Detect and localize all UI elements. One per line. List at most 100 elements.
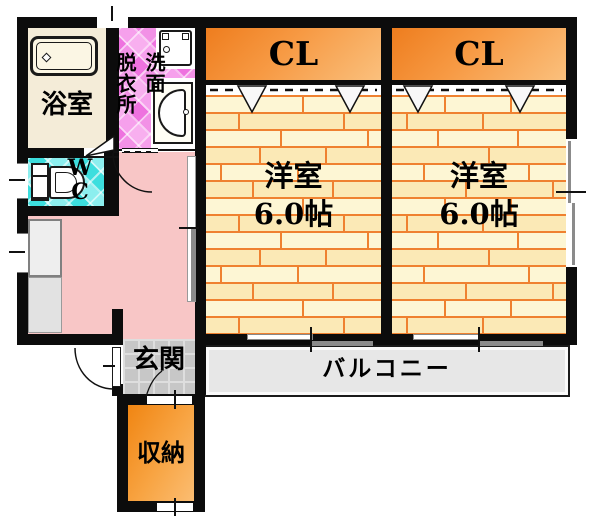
- balcony-label: バルコニー: [322, 354, 452, 382]
- wall-dk-bottom: [17, 334, 123, 345]
- floor-plank-joint: [517, 131, 520, 146]
- toilet-bowl-inner: [55, 172, 77, 193]
- floor-plank-joint: [444, 301, 447, 316]
- floor-plank-joint: [302, 97, 305, 112]
- washer-corner-right: [182, 33, 189, 40]
- floor-plank-joint: [527, 165, 530, 180]
- front-door-arc: [74, 347, 114, 390]
- floor-plank-row: [206, 129, 381, 146]
- floor-plank-joint: [465, 284, 468, 299]
- kitchen-counter-2: [28, 277, 62, 333]
- floor-plank-joint: [552, 182, 555, 197]
- storage-label: 収納: [137, 438, 185, 468]
- floor-plank-row: [206, 231, 381, 248]
- floor-plank-joint: [487, 250, 490, 265]
- floor-plank-joint: [237, 216, 240, 231]
- floor-plank-joint: [220, 165, 222, 180]
- kitchen-counter: [28, 219, 62, 277]
- bathroom-folding-door: [85, 134, 115, 157]
- closet-right-label: CL: [454, 33, 504, 73]
- floor-plank-joint: [367, 131, 369, 146]
- washroom-door-arc: [112, 152, 153, 193]
- wall-bedrooms-bottom: [195, 334, 577, 345]
- window-right-bedroom-pane1: [568, 141, 571, 203]
- floor-plank-joint: [423, 267, 426, 282]
- floor-plank-joint: [251, 284, 254, 299]
- washer-corner-left: [162, 33, 169, 40]
- bedroom-right-size: 6.0帖: [439, 197, 519, 231]
- floor-plank-joint: [465, 182, 468, 197]
- floor-plank-joint: [444, 97, 447, 112]
- window-right-bedroom: [566, 139, 577, 267]
- floor-plank-joint: [482, 318, 485, 333]
- floor-plank-row: [392, 112, 566, 129]
- floor-plank-joint: [482, 216, 485, 231]
- floor-plank-joint: [220, 267, 222, 282]
- entrance-label: 玄関: [132, 345, 185, 376]
- closet-left-label: CL: [268, 33, 319, 73]
- floor-plank-row: [392, 214, 566, 231]
- washroom-label: 脱衣所 洗面: [111, 52, 166, 132]
- floor-plank-joint: [237, 114, 240, 129]
- balcony-slider-left-pane2: [311, 341, 373, 346]
- bedroom-left-label: 洋室 6.0帖: [206, 145, 381, 245]
- floor-plank-joint: [237, 318, 240, 333]
- floor-plank-joint: [342, 318, 345, 333]
- balcony-slider-left-pane1: [247, 334, 313, 340]
- washing-machine-icon: [159, 30, 192, 66]
- floor-plank-joint: [444, 199, 447, 214]
- closet-right: [392, 28, 566, 80]
- window-right-bedroom-pane2: [572, 203, 575, 265]
- floor-plank-row: [206, 248, 381, 265]
- storage-floor: [128, 405, 194, 501]
- floor-plank-row: [392, 299, 566, 316]
- bedroom-left-size: 6.0帖: [253, 197, 334, 231]
- floor-plank-joint: [405, 114, 408, 129]
- floor-plank-joint: [297, 267, 299, 282]
- floor-plank-row: [392, 129, 566, 146]
- entrance-step-strip: [123, 334, 195, 339]
- wall-bath-washroom: [106, 28, 119, 158]
- floor-plank-joint: [302, 199, 305, 214]
- floor-plank-joint: [482, 114, 485, 129]
- floor-plank-row: [392, 163, 566, 180]
- wall-entrance-right: [195, 334, 206, 394]
- wall-bath-bottom: [17, 148, 84, 158]
- floor-plank-row: [206, 180, 381, 197]
- floor-plank-joint: [510, 199, 513, 214]
- floor-plank-row: [392, 316, 566, 333]
- floor-plank-joint: [258, 250, 261, 265]
- kitchen-dining-floor: [119, 152, 195, 339]
- bedroom-right-name: 洋室: [449, 159, 508, 193]
- closet-left-door-triangle-1: [236, 85, 268, 114]
- floor-plank-joint: [342, 114, 345, 129]
- wall-between-bedrooms: [381, 17, 392, 345]
- wall-door-connector: [112, 384, 123, 396]
- floor-plank-joint: [405, 318, 408, 333]
- floor-plank-joint: [405, 216, 408, 231]
- floor-plank-row: [206, 265, 381, 282]
- floor-plank-joint: [302, 301, 305, 316]
- floor-plank-row: [392, 197, 566, 214]
- floor-plank-joint: [325, 148, 327, 163]
- floor-plank-row: [392, 180, 566, 197]
- floor-plank-joint: [510, 97, 513, 112]
- floor-plank-row: [206, 112, 381, 129]
- floor-plank-joint: [437, 233, 440, 248]
- toilet-icon: [31, 163, 49, 201]
- floor-plank-row: [392, 146, 566, 163]
- closet-right-door-triangle-2: [504, 85, 536, 114]
- floor-plank-joint: [552, 284, 555, 299]
- balcony-slider-right-pane2: [479, 341, 543, 346]
- wall-closet-left-bottom: [206, 80, 381, 85]
- floor-plank-row: [392, 231, 566, 248]
- floor-plank-joint: [527, 267, 530, 282]
- closet-left-door-strip: [206, 85, 381, 95]
- floor-plank-joint: [510, 301, 513, 316]
- floor-plank-row: [206, 333, 381, 334]
- sink-icon: [153, 82, 193, 144]
- closet-left-door-triangle-2: [334, 85, 366, 114]
- floor-plank-row: [206, 299, 381, 316]
- washer-knob: [163, 46, 170, 53]
- wc-label: W C: [66, 155, 94, 205]
